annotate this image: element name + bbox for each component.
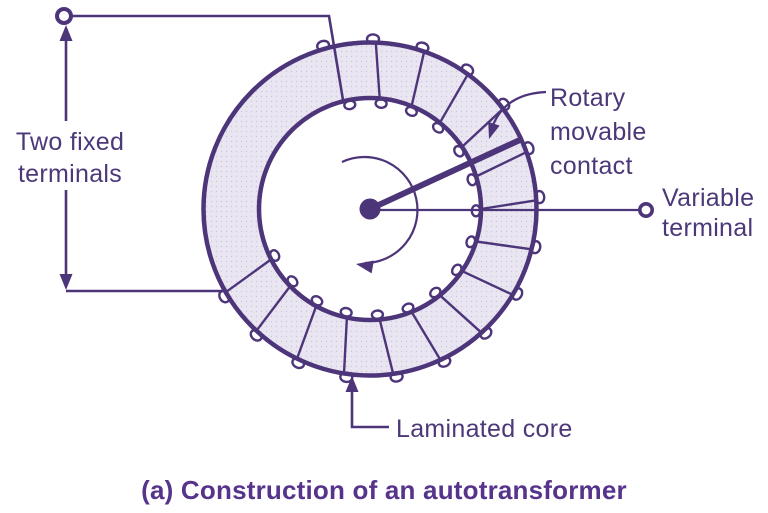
winding-turn-line (225, 258, 272, 294)
winding-turn-line (461, 107, 504, 148)
two-terminals-dimension-arrow (59, 25, 73, 290)
winding-turn-line (374, 42, 381, 99)
center-pivot-dot (359, 198, 381, 220)
winding-turn-line (480, 199, 537, 211)
winding-turn-line (378, 319, 395, 375)
laminated-core-leader (345, 376, 389, 429)
variable-terminal-label-line2: terminal (662, 214, 753, 242)
winding-turn-line (475, 151, 528, 178)
rotary-contact-label-line1: Rotary (550, 84, 626, 112)
figure-caption: (a) Construction of an autotransformer (141, 475, 627, 505)
variable-terminal-circle (637, 202, 654, 219)
rotation-arrowhead-icon (356, 260, 374, 274)
winding-turn-line (438, 73, 469, 124)
rotary-label-leader (488, 90, 547, 139)
rotation-direction-arc (341, 155, 419, 265)
rotary-contact-assembly (341, 136, 524, 274)
winding-turn-line (439, 294, 483, 334)
top-terminal-wire (71, 14, 345, 101)
down-arrowhead-icon (59, 274, 73, 290)
two-fixed-terminals-label-line2: terminals (18, 160, 122, 188)
winding-turn-line (255, 285, 292, 332)
variable-terminal-label-line1: Variable (662, 184, 754, 212)
winding-turn-line (475, 240, 532, 251)
winding-turn-line (295, 305, 318, 360)
rotary-contact-label-line3: contact (550, 152, 633, 180)
leader-arrowhead-icon (488, 121, 500, 139)
laminated-leader-line (350, 391, 389, 429)
two-fixed-terminals-label-line1: Two fixed (16, 128, 124, 156)
fixed-terminal-circle (55, 7, 73, 25)
up-arrowhead-icon (59, 25, 73, 41)
laminated-arrowhead-icon (345, 376, 359, 392)
rotary-arm (368, 136, 524, 212)
variable-terminal-assembly (372, 202, 654, 219)
rotary-contact-label-line2: movable (550, 118, 647, 146)
fixed-terminal-top-wire (55, 7, 345, 101)
winding-turn-line (410, 311, 442, 361)
winding-turn-line (461, 270, 514, 296)
winding-turn-line (410, 51, 426, 107)
winding-turn-line (342, 317, 349, 374)
laminated-core-label: Laminated core (396, 415, 573, 443)
